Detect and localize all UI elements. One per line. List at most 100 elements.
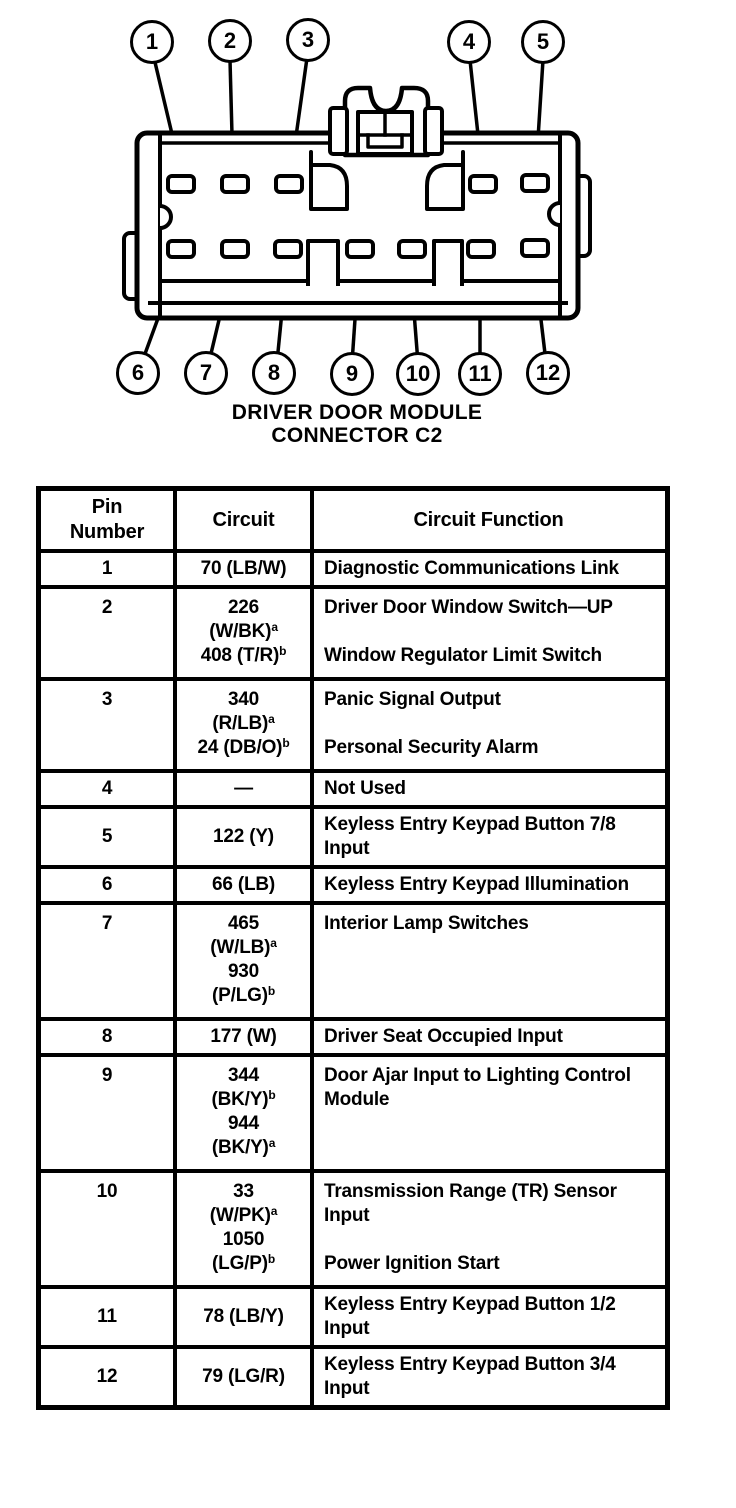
pin-number-cell: 2 [41,589,177,677]
circuit-cell: 122 (Y) [177,809,314,865]
circuit-function-cell: Diagnostic Communications Link [314,553,665,585]
circuit-code-line: 344 [227,1065,260,1086]
circuit-function-text: Keyless Entry Keypad Button 1/2 Input [324,1294,616,1339]
figure-title-line2: CONNECTOR C2 [271,424,443,447]
circuit-code-line: (W/PK)a [209,1204,278,1226]
circuit-function-text: Not Used [324,778,406,799]
circuit-function-text: Keyless Entry Keypad Illumination [324,874,629,895]
circuit-entry: 66 (LB) [212,873,275,897]
figure-title: DRIVER DOOR MODULE CONNECTOR C2 [0,401,714,447]
circuit-code-superscript: b [267,1252,275,1266]
table-row-pin-1: 1 70 (LB/W) Diagnostic Communications Link [41,549,665,585]
pin-number: 10 [96,1181,118,1202]
circuit-entry: 70 (LB/W) [201,557,287,581]
circuit-code-line: (BK/Y)b [211,1088,276,1110]
circuit-function-cell: Driver Seat Occupied Input [314,1021,665,1053]
callout-pin-9: 9 [330,352,374,396]
circuit-code-line: 930 [227,961,260,982]
pin-number-cell: 4 [41,773,177,805]
circuit-cell: — [177,773,314,805]
pin-number: 1 [101,558,113,579]
circuit-entry: 226(W/BK)a [209,596,278,644]
circuit-code-line: (R/LB)a [212,712,275,734]
circuit-cell: 66 (LB) [177,869,314,901]
callout-pin-4: 4 [447,20,491,64]
circuit-code-superscript: a [268,1136,276,1150]
pin-number: 9 [101,1065,113,1086]
circuit-entry: 340(R/LB)a [212,688,274,736]
circuit-code-superscript: b [267,984,275,998]
circuit-entry: 344(BK/Y)b [212,1064,276,1112]
pin-number: 3 [101,689,113,710]
circuit-function-text: Keyless Entry Keypad Button 3/4 Input [324,1354,616,1399]
pin-number: 7 [101,913,113,934]
circuit-entry: 33(W/PK)a [210,1180,278,1228]
circuit-code-line: 226 [227,597,260,618]
circuit-function-text: Panic Signal Output [324,689,501,710]
circuit-function-cell: Keyless Entry Keypad Button 3/4 Input [314,1349,665,1405]
callout-pin-6: 6 [116,351,160,395]
latch-wing-right [423,106,444,156]
circuit-code-superscript: b [268,1088,276,1102]
circuit-entry: — [234,777,253,801]
circuit-entry: 122 (Y) [213,825,274,849]
circuit-entry: 1050(LG/P)b [212,1228,275,1276]
circuit-function-text: Transmission Range (TR) Sensor Input [324,1181,617,1226]
circuit-function-text: Personal Security Alarm [324,737,539,758]
circuit-code-line: 944 [227,1113,260,1134]
table-row-pin-6: 6 66 (LB) Keyless Entry Keypad Illuminatio… [41,865,665,901]
pin-number-cell: 8 [41,1021,177,1053]
circuit-code-line: 70 (LB/W) [200,558,287,579]
circuit-code-line: (P/LG)b [212,984,275,1006]
pin-number: 6 [101,874,113,895]
circuit-entry: 79 (LG/R) [202,1365,285,1389]
circuit-cell: 177 (W) [177,1021,314,1053]
circuit-code-line: (W/BK)a [209,620,278,642]
pin-number: 4 [101,778,113,799]
circuit-code-line: (W/LB)a [210,936,277,958]
circuit-code-line: 33 [233,1181,254,1202]
pin-number-cell: 7 [41,905,177,1017]
figure-title-line1: DRIVER DOOR MODULE [231,401,483,424]
pin-number-cell: 6 [41,869,177,901]
key-tab-left [306,239,340,286]
circuit-entry: 78 (LB/Y) [203,1305,284,1329]
circuit-function-cell: Keyless Entry Keypad Button 1/2 Input [314,1289,665,1345]
circuit-code-line: 408 (T/R)b [200,644,287,666]
pin-number-cell: 9 [41,1057,177,1169]
connector-shell [134,130,581,321]
pin-cavities-top [166,173,550,194]
pin-cavities-bottom [166,238,550,259]
circuit-function-text: Driver Seat Occupied Input [324,1026,563,1047]
circuit-function-text: Driver Door Window Switch—UP [324,597,613,618]
connector-diagram [122,55,592,365]
circuit-code-superscript: b [282,736,290,750]
latch-leg-left [309,150,349,211]
circuit-entry: 930(P/LG)b [212,960,275,1008]
callout-pin-1: 1 [130,20,174,64]
circuit-code-superscript: a [271,620,278,634]
callout-pin-3: 3 [286,18,330,62]
circuit-code-line: 465 [227,913,260,934]
callout-pin-8: 8 [252,351,296,395]
circuit-function-cell: Door Ajar Input to Lighting Control Modu… [314,1057,665,1169]
circuit-function-cell: Interior Lamp Switches [314,905,665,1017]
circuit-entry: 24 (DB/O)b [198,736,290,760]
circuit-code-line: 340 [227,689,260,710]
pin-number: 5 [101,826,113,847]
circuit-code-line: 24 (DB/O)b [197,736,290,758]
circuit-code-line: 66 (LB) [212,874,275,895]
latch-wing-left [328,106,349,156]
header-cell-2: Circuit [177,491,314,549]
pin-number-cell: 12 [41,1349,177,1405]
